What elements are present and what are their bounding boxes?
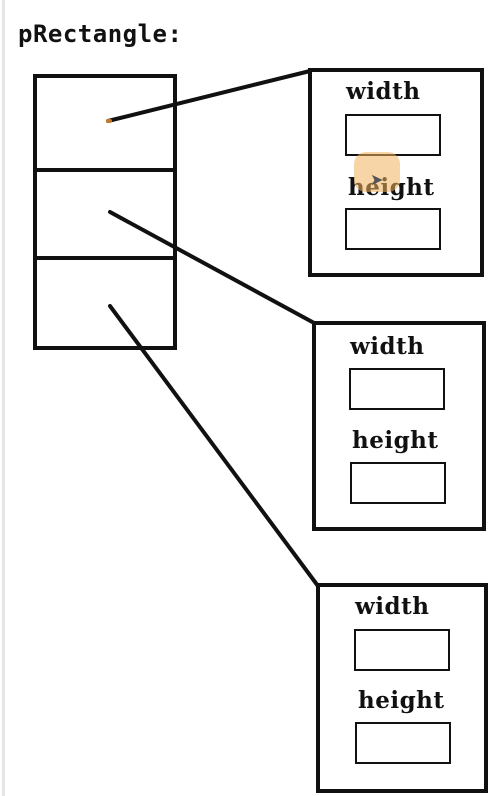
width-value-box bbox=[349, 368, 445, 410]
height-value-box bbox=[350, 462, 446, 504]
cursor-highlight bbox=[354, 152, 400, 192]
width-value-box bbox=[345, 114, 441, 156]
height-label: height bbox=[352, 427, 439, 454]
height-value-box bbox=[345, 208, 441, 250]
pointer-line-1 bbox=[108, 210, 318, 326]
width-label: width bbox=[346, 78, 421, 105]
height-value-box bbox=[355, 722, 451, 764]
diagram-title: pRectangle: bbox=[18, 20, 183, 48]
width-value-box bbox=[354, 629, 450, 671]
rectangle-object-2: width height bbox=[316, 583, 488, 793]
width-label: width bbox=[350, 333, 425, 360]
pointer-array bbox=[33, 74, 177, 350]
cursor-arrow-icon: ➤ bbox=[370, 170, 384, 189]
height-label: height bbox=[358, 687, 445, 714]
pointer-line-2 bbox=[108, 304, 320, 588]
left-edge bbox=[2, 0, 5, 796]
rectangle-object-1: width height bbox=[312, 321, 486, 531]
array-cell-1 bbox=[37, 168, 173, 256]
array-cell-2 bbox=[37, 256, 173, 346]
pointer-origin-0 bbox=[106, 119, 112, 123]
pointer-line-0 bbox=[106, 69, 312, 123]
width-label: width bbox=[355, 593, 430, 620]
